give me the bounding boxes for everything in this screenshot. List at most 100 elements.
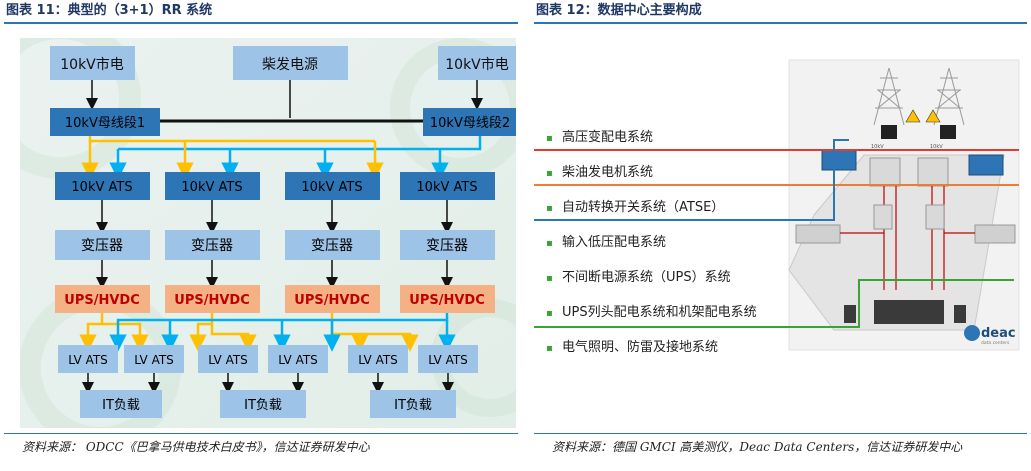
transformer-row: 变压器 变压器 变压器 变压器 [55, 230, 495, 260]
datacenter-composition: 10kV 10kV deac data centers ▪ 高压变配电系统 ▪ … [534, 59, 1020, 355]
transformer-label-3: 变压器 [311, 238, 353, 254]
ats-box-1 [55, 172, 150, 200]
generator-icon [821, 149, 857, 171]
it-load-box-1 [80, 390, 162, 418]
ats-box-2 [165, 172, 260, 200]
source-rule-1 [4, 433, 518, 434]
source-box-1 [50, 46, 135, 80]
lv-ats-box-4 [268, 345, 328, 373]
bus-label-2: 10kV母线段2 [430, 116, 510, 131]
cabinet-icon [873, 204, 893, 230]
lv-ats-label-6: LV ATS [428, 353, 468, 367]
transformer-label-1: 变压器 [81, 238, 123, 254]
rr-system-diagram: 10kV市电 柴发电源 10kV市电 10kV母线段1 10kV母线段2 10k… [20, 38, 516, 428]
list-bullet: ▪ [546, 343, 553, 354]
switchgear-icon [869, 157, 901, 187]
it-load-label-3: IT负载 [394, 398, 432, 413]
line-atse [534, 139, 849, 221]
source-box-2 [233, 46, 348, 80]
server-rack-icon [874, 300, 944, 324]
lv-ats-label-2: LV ATS [134, 353, 174, 367]
lv-ats-row: LV ATS LV ATS LV ATS LV ATS LV ATS LV AT… [58, 345, 478, 373]
ats-label-1: 10kV ATS [71, 180, 132, 195]
deac-logo-text: deac [981, 326, 1016, 341]
switchgear-icon [917, 157, 949, 187]
lv-ats-label-5: LV ATS [358, 353, 398, 367]
list-bullet: ▪ [546, 168, 553, 179]
lv-ats-box-6 [418, 345, 478, 373]
ats-row: 10kV ATS 10kV ATS 10kV ATS 10kV ATS [55, 172, 495, 200]
it-load-label-2: IT负载 [244, 398, 282, 413]
cooling-unit-icon [795, 224, 841, 244]
cooling-unit-icon [974, 224, 1016, 244]
internal-wiring [840, 186, 975, 290]
list-item-3: 自动转换开关系统（ATSE） [562, 200, 724, 215]
tower-label-2: 10kV [930, 144, 943, 150]
source-rule-2 [534, 433, 1027, 434]
it-load-row: IT负载 IT负载 IT负载 [80, 390, 456, 418]
lv-ats-box-2 [124, 345, 184, 373]
transformer-icon [881, 125, 897, 139]
list-item-4: 输入低压配电系统 [562, 234, 666, 250]
ats-label-4: 10kV ATS [416, 180, 477, 195]
figure1-source: 资料来源： ODCC《巴拿马供电技术白皮书》，信达证券研发中心 [22, 440, 370, 454]
ups-label-1: UPS/HVDC [64, 293, 139, 308]
warning-icon [905, 109, 921, 123]
lv-ats-box-1 [58, 345, 118, 373]
transformer-label-2: 变压器 [191, 238, 233, 254]
ats-label-3: 10kV ATS [301, 180, 362, 195]
lv-ats-box-3 [198, 345, 258, 373]
figure1-title: 图表 11：典型的（3+1）RR 系统 [4, 0, 518, 24]
ups-label-4: UPS/HVDC [409, 293, 484, 308]
it-load-box-3 [370, 390, 456, 418]
ups-box-4 [400, 285, 495, 313]
source-label-2: 柴发电源 [262, 57, 318, 73]
ats-box-3 [285, 172, 380, 200]
transformer-box-4 [400, 230, 495, 260]
it-load-box-2 [220, 390, 306, 418]
list-item-7: 电气照明、防雷及接地系统 [562, 339, 718, 355]
warning-icon [925, 109, 941, 123]
list-bullet: ▪ [546, 308, 553, 319]
source-label-1: 10kV市电 [60, 56, 124, 73]
deac-logo: deac data centers [964, 325, 1016, 346]
ups-label-2: UPS/HVDC [174, 293, 249, 308]
figure2-source: 资料来源：德国 GMCI 高美测仪，Deac Data Centers，信达证券… [552, 440, 963, 454]
source-box-3 [438, 46, 516, 80]
ats-label-2: 10kV ATS [181, 180, 242, 195]
list-bullet: ▪ [546, 273, 553, 284]
bus-box-2 [423, 108, 516, 136]
generator-icon [968, 154, 1004, 176]
transformer-box-3 [285, 230, 380, 260]
composition-list: ▪ 高压变配电系统 ▪ 柴油发电机系统 ▪ 自动转换开关系统（ATSE） ▪ 输… [546, 129, 757, 355]
bus-label-1: 10kV母线段1 [65, 116, 145, 131]
transformer-label-4: 变压器 [426, 238, 468, 254]
lv-ats-box-5 [348, 345, 408, 373]
ups-box-1 [55, 285, 150, 313]
list-bullet: ▪ [546, 238, 553, 249]
list-item-6: UPS列头配电系统和机架配电系统 [562, 305, 757, 320]
ups-row: UPS/HVDC UPS/HVDC UPS/HVDC UPS/HVDC [55, 285, 495, 313]
line-ups-pdu [534, 279, 1014, 328]
list-item-1: 高压变配电系统 [562, 129, 653, 145]
lv-ats-label-3: LV ATS [208, 353, 248, 367]
tower-label-1: 10kV [871, 144, 884, 150]
server-rack-icon [844, 305, 856, 323]
list-bullet: ▪ [546, 203, 553, 214]
cabinet-icon [925, 204, 945, 230]
ups-label-3: UPS/HVDC [294, 293, 369, 308]
list-item-2: 柴油发电机系统 [562, 164, 653, 180]
lv-ats-label-1: LV ATS [68, 353, 108, 367]
ats-box-4 [400, 172, 495, 200]
lv-ats-label-4: LV ATS [278, 353, 318, 367]
server-rack-icon [954, 305, 966, 323]
list-item-5: 不间断电源系统（UPS）系统 [562, 270, 731, 285]
bus-box-1 [50, 108, 160, 136]
ups-box-3 [285, 285, 380, 313]
source-label-3: 10kV市电 [445, 56, 509, 73]
transmission-tower-icon [873, 67, 965, 126]
figure2-title: 图表 12：数据中心主要构成 [534, 0, 1027, 24]
deac-logo-sub: data centers [981, 340, 1010, 346]
transformer-box-1 [55, 230, 150, 260]
ups-box-2 [165, 285, 260, 313]
